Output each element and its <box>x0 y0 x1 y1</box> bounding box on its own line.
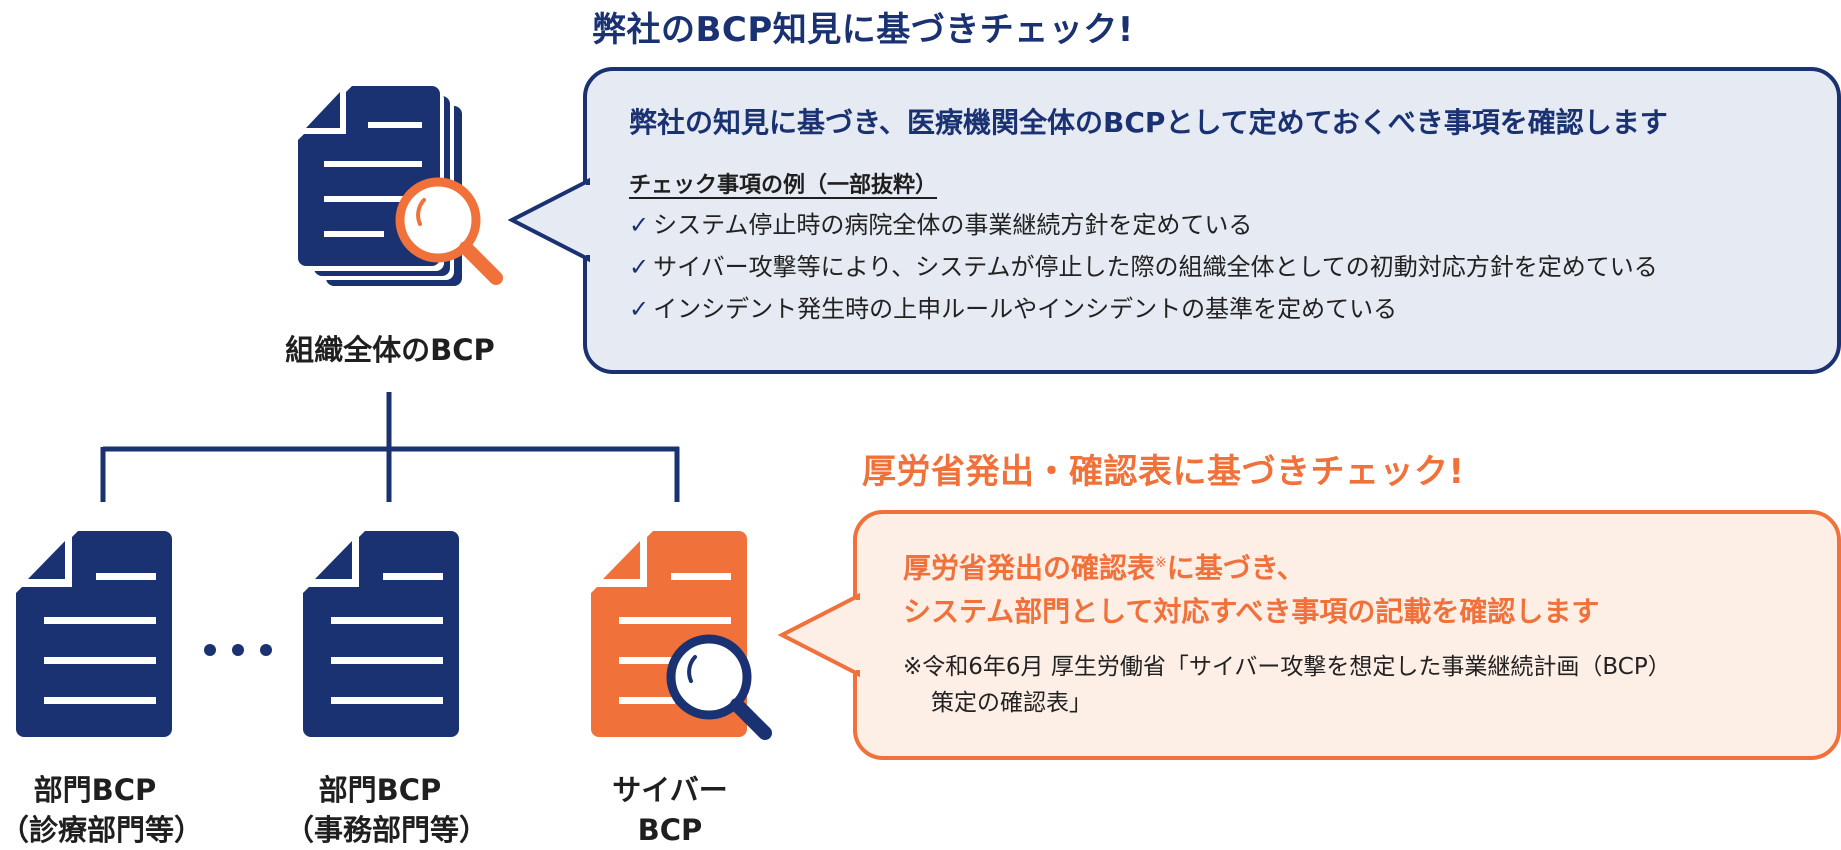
check-icon: ✓ <box>629 211 650 239</box>
office-department-document-icon <box>303 531 459 737</box>
organization-bcp-document-icon <box>298 86 503 286</box>
top-speech-bubble: 弊社の知見に基づき、医療機関全体のBCPとして定めておくべき事項を確認します チ… <box>583 67 1841 374</box>
ellipsis-icon <box>204 644 272 656</box>
tree-connector <box>100 392 680 502</box>
source-note: ※令和6年6月 厚生労働省「サイバー攻撃を想定した事業継続計画（BCP） 策定の… <box>903 654 1671 716</box>
clinical-department-document-icon <box>16 531 172 737</box>
office-department-bcp-label: 部門BCP （事務部門等） <box>285 773 489 847</box>
check-examples-heading: チェック事項の例（一部抜粋） <box>629 173 938 198</box>
check-icon: ✓ <box>629 295 650 323</box>
bottom-speech-bubble: 厚労省発出の確認表※に基づき、 システム部門として対応すべき事項の記載を確認しま… <box>853 510 1841 760</box>
check-list: ✓システム停止時の病院全体の事業継続方針を定めている ✓サイバー攻撃等により、シ… <box>629 204 1658 330</box>
top-bubble-tail <box>508 177 590 263</box>
check-icon: ✓ <box>629 253 650 281</box>
bottom-bubble-tail <box>778 592 860 678</box>
check-item: ✓サイバー攻撃等により、システムが停止した際の組織全体としての初動対応方針を定め… <box>629 246 1658 288</box>
organization-bcp-label: 組織全体のBCP <box>285 333 495 367</box>
top-bubble-title: 弊社の知見に基づき、医療機関全体のBCPとして定めておくべき事項を確認します <box>629 106 1668 139</box>
bottom-heading: 厚労省発出・確認表に基づきチェック! <box>862 452 1465 492</box>
bottom-bubble-title: 厚労省発出の確認表※に基づき、 システム部門として対応すべき事項の記載を確認しま… <box>903 551 1600 629</box>
top-heading: 弊社のBCP知見に基づきチェック! <box>592 10 1134 50</box>
cyber-bcp-label: サイバー BCP <box>612 773 728 847</box>
check-item: ✓システム停止時の病院全体の事業継続方針を定めている <box>629 204 1658 246</box>
clinical-department-bcp-label: 部門BCP （診療部門等） <box>0 773 204 847</box>
cyber-bcp-document-icon <box>591 531 772 740</box>
check-item: ✓インシデント発生時の上申ルールやインシデントの基準を定めている <box>629 288 1658 330</box>
